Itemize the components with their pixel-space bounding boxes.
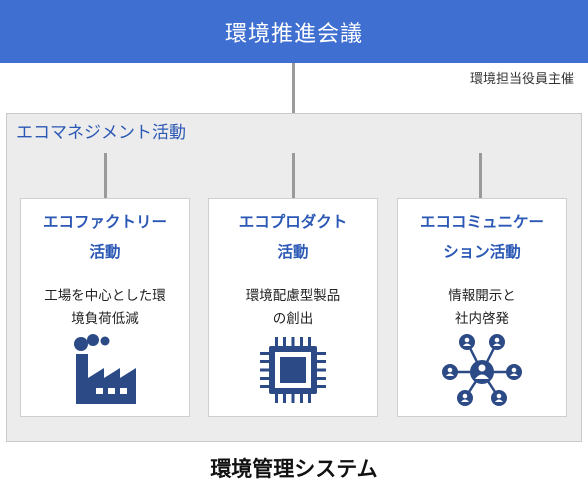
card-title-line: 活動 — [277, 243, 309, 261]
chip-icon — [257, 334, 329, 410]
council-title: 環境推進会議 — [224, 21, 363, 47]
card-title: エコファクトリー 活動 — [21, 207, 189, 267]
eco-communication-card: エココミュニケー ション活動 情報開示と 社内啓発 — [397, 198, 567, 417]
card-title-line: ション活動 — [443, 243, 521, 261]
card-desc-line: 環境配慮型製品 — [245, 288, 341, 304]
card-description: 工場を中心とした環 境負荷低減 — [21, 285, 189, 331]
card-desc-line: の創出 — [272, 311, 314, 327]
card-desc-line: 社内啓発 — [455, 311, 509, 327]
eco-factory-card: エコファクトリー 活動 工場を中心とした環 境負荷低減 — [20, 198, 190, 417]
card-desc-line: 情報開示と — [448, 288, 516, 304]
card-title-line: 活動 — [89, 243, 121, 261]
card-title: エコプロダクト 活動 — [209, 207, 377, 267]
card-title-line: エコプロダクト — [238, 213, 348, 231]
main-connector-line — [292, 63, 295, 155]
system-title: 環境管理システム — [210, 457, 378, 481]
environmental-council-header: 環境推進会議 — [0, 0, 588, 63]
card-title-line: エココミュニケー — [419, 213, 544, 231]
card-title-line: エコファクトリー — [42, 213, 167, 231]
card-title: エココミュニケー ション活動 — [398, 207, 566, 267]
card-description: 情報開示と 社内啓発 — [398, 285, 566, 331]
card-description: 環境配慮型製品 の創出 — [209, 285, 377, 331]
panel-title: エコマネジメント活動 — [16, 123, 186, 143]
factory-icon — [65, 332, 145, 408]
card-desc-line: 工場を中心とした環 — [44, 288, 166, 304]
eco-product-card: エコプロダクト 活動 環境配慮型製品 の創出 — [208, 198, 378, 417]
host-label: 環境担当役員主催 — [469, 72, 574, 87]
branch-line-center — [292, 153, 295, 198]
branch-line-left — [104, 153, 107, 198]
network-icon — [440, 332, 524, 412]
branch-line-right — [479, 153, 482, 198]
card-desc-line: 境負荷低減 — [71, 311, 139, 327]
